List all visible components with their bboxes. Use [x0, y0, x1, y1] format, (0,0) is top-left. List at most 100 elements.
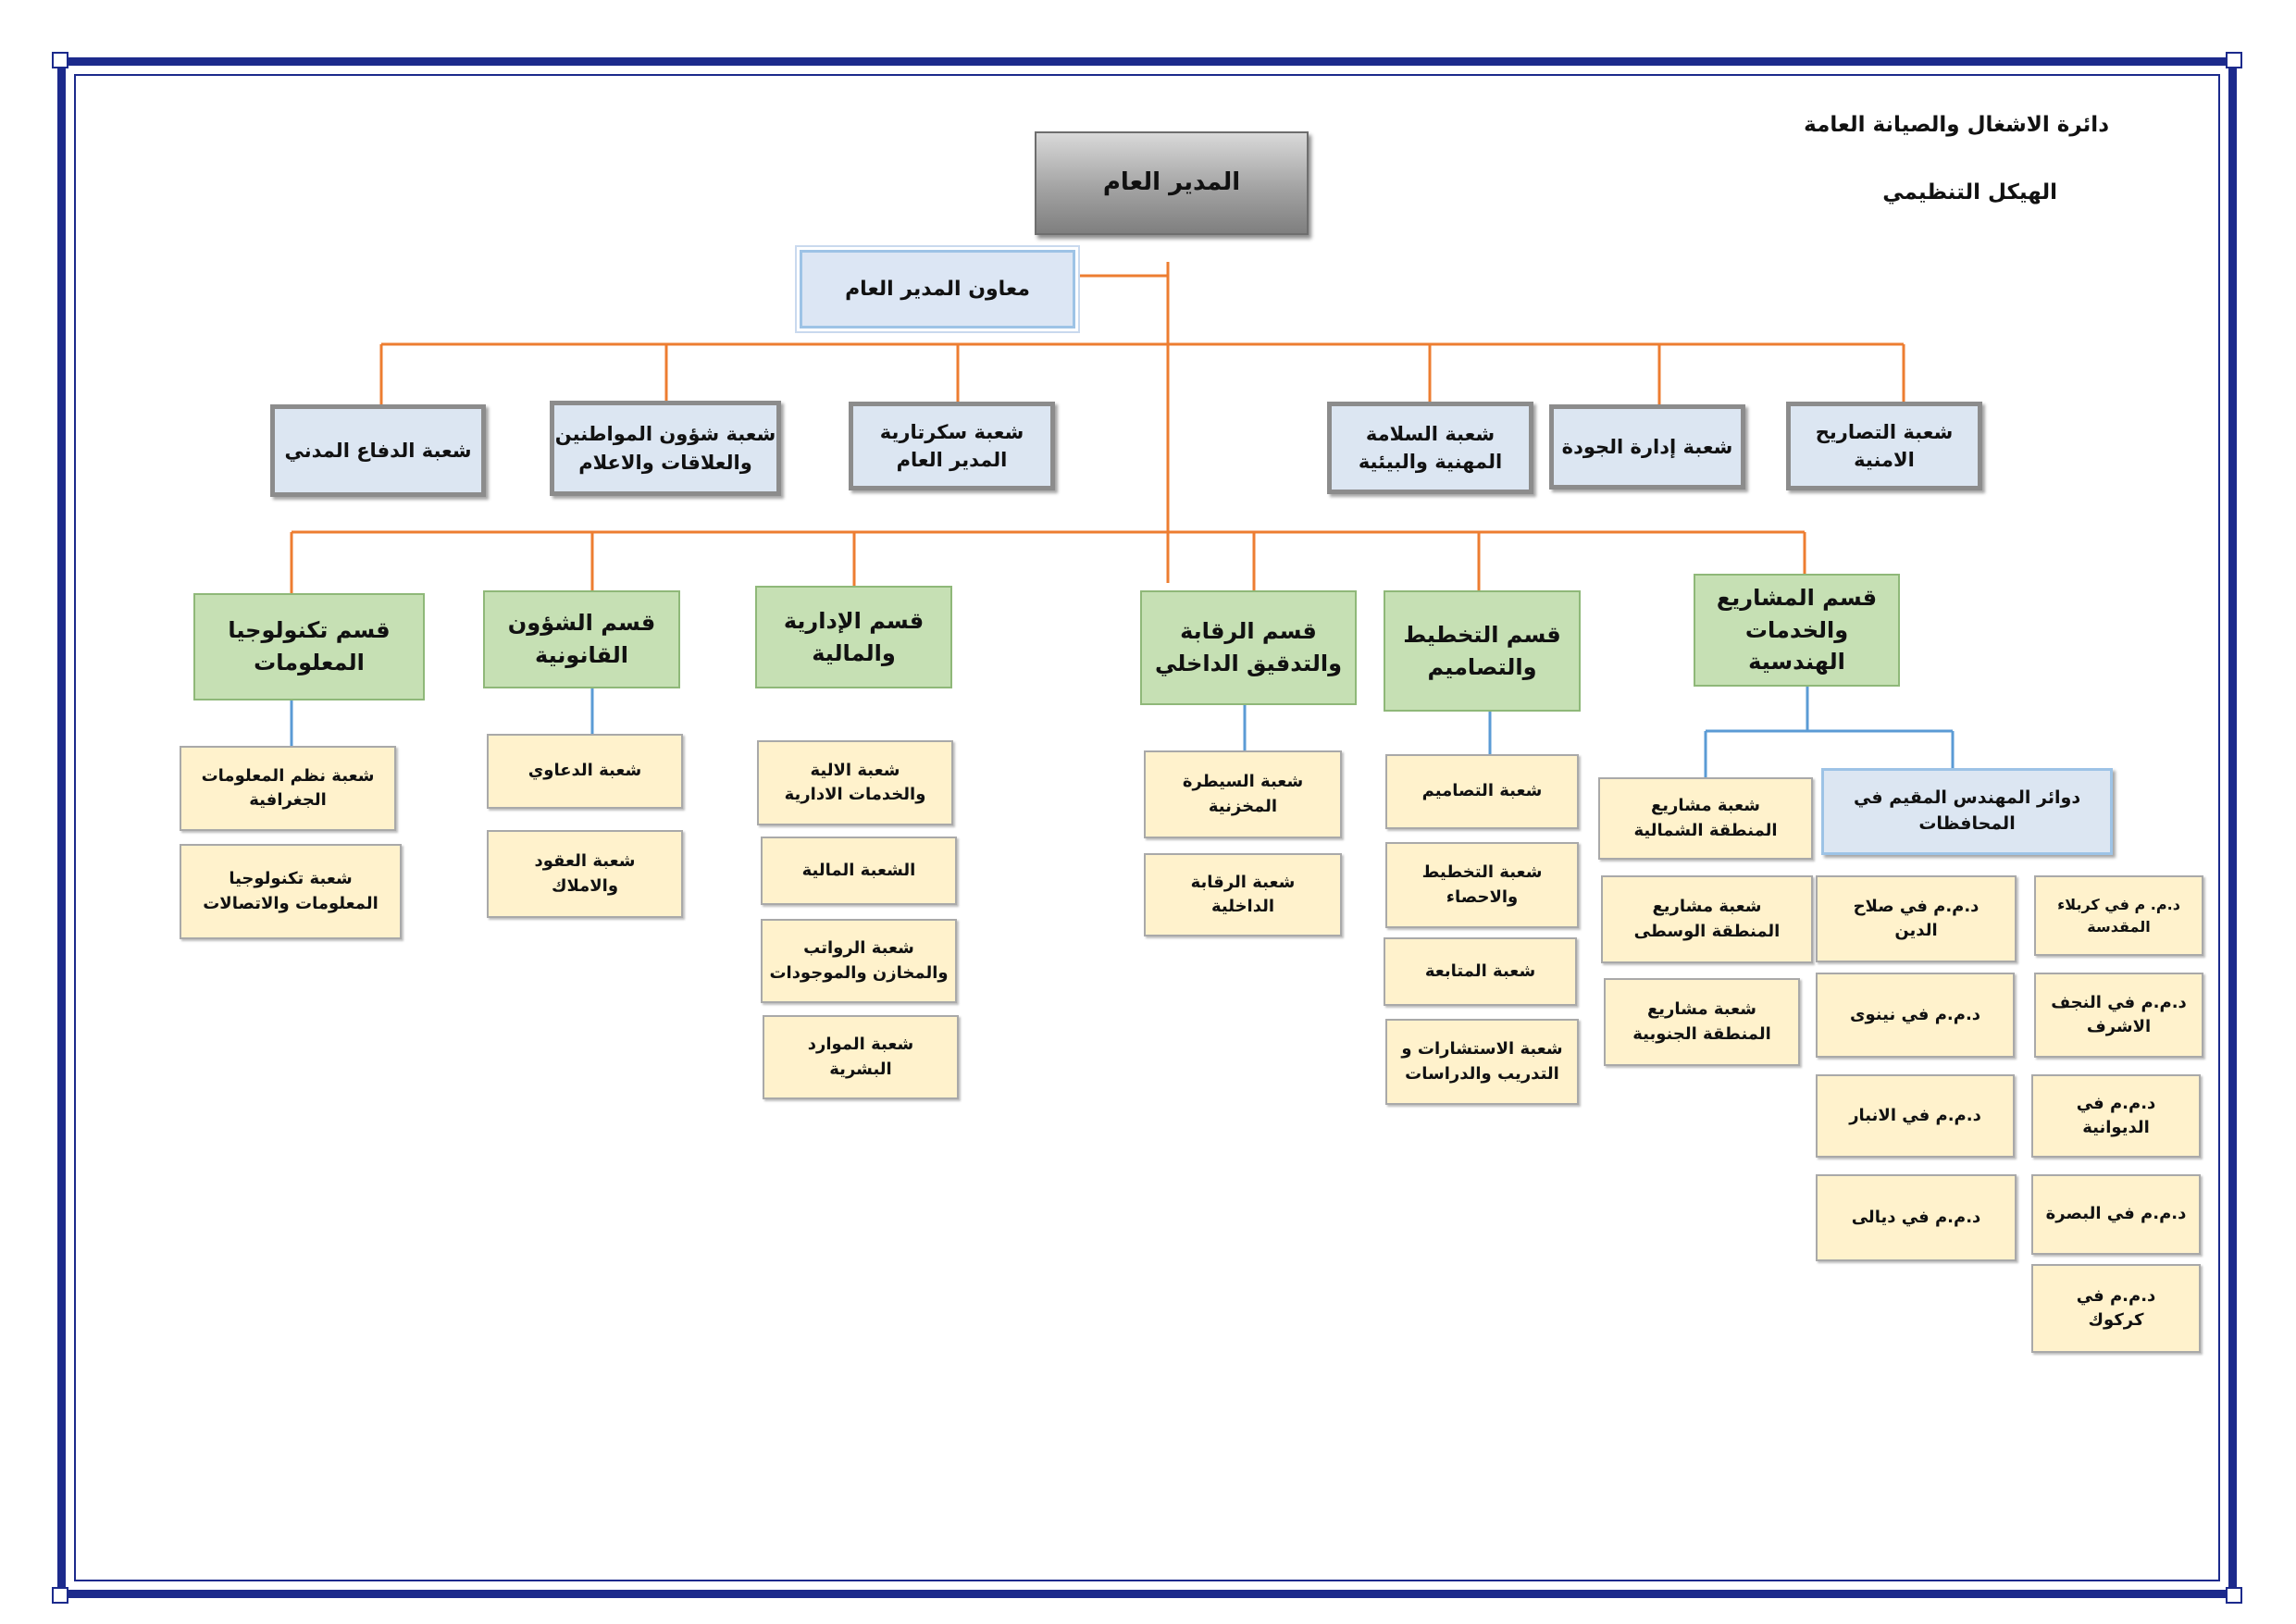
unit-security-permits: شعبة التصاريح الامنية — [1786, 402, 1982, 490]
box-line: د.م. م في كربلاء — [2057, 896, 2180, 914]
box-line: شعبة مشاريع — [1646, 999, 1757, 1020]
section-finance: الشعبة المالية — [761, 837, 957, 905]
section-ict: شعبة تكنولوجيا المعلومات والاتصالات — [180, 844, 402, 939]
box-line: قسم الإدارية — [783, 607, 925, 634]
box-line: د.م.م في البصرة — [2045, 1204, 2187, 1224]
box-line: شعبة الدفاع المدني — [284, 439, 472, 462]
province-karbala: د.م. م في كربلاء المقدسة — [2034, 875, 2203, 956]
box-line: شعبة الرقابة — [1190, 872, 1296, 892]
chart-title: الهيكل التنظيمي — [1882, 180, 2057, 205]
unit-civil-defense: شعبة الدفاع المدني — [270, 404, 486, 497]
box-line: المخزنية — [1208, 796, 1278, 816]
box-line: والاملاك — [551, 875, 619, 896]
box-line: التدريب والدراسات — [1405, 1063, 1559, 1084]
box-line: قسم تكنولوجيا — [228, 617, 391, 644]
box-line: د.م.م في صلاح — [1853, 896, 1980, 916]
box-line: شعبة التصاريح — [1815, 420, 1954, 443]
box-line: المنطقة الشمالية — [1633, 820, 1778, 840]
box-line: د.م.م في النجف — [2051, 992, 2187, 1012]
box-line: شعبة العقود — [534, 851, 636, 872]
box-line: المدير العام — [896, 449, 1008, 471]
page-frame-outer — [57, 57, 2237, 1598]
box-line: د.م.م في ديالى — [1851, 1207, 1981, 1227]
box-line: دوائر المهندس المقيم في — [1853, 787, 2081, 809]
province-diyala: د.م.م في ديالى — [1816, 1174, 2017, 1261]
box-label: المدير العام — [1102, 168, 1241, 197]
box-line: الشعبة المالية — [801, 860, 916, 880]
box-line: د.م.م في — [2076, 1285, 2156, 1306]
section-store-control: شعبة السيطرة المخزنية — [1144, 750, 1342, 838]
box-line: قسم الشؤون — [507, 610, 656, 637]
box-line: المقدسة — [2087, 917, 2151, 936]
dept-legal: قسم الشؤون القانونية — [483, 590, 680, 688]
unit-citizen-affairs: شعبة شؤون المواطنين والعلاقات والاعلام — [550, 401, 781, 496]
box-line: والمالية — [812, 639, 896, 666]
section-follow-up: شعبة المتابعة — [1384, 937, 1577, 1006]
box-line: شعبة التصاميم — [1421, 781, 1543, 801]
box-line: كركوك — [2088, 1310, 2144, 1330]
box-line: شعبة المتابعة — [1424, 961, 1536, 981]
province-kirkuk: د.م.م في كركوك — [2031, 1264, 2201, 1353]
box-line: الامنية — [1854, 449, 1915, 471]
box-line: شعبة إدارة الجودة — [1561, 435, 1733, 458]
box-line: قسم المشاريع — [1716, 584, 1878, 611]
box-line: الجغرافية — [249, 790, 327, 810]
main-connectors — [290, 262, 1905, 593]
box-line: شعبة السيطرة — [1182, 772, 1304, 792]
box-line: والخدمات الهندسية — [1744, 616, 1849, 676]
frame-corner — [2226, 52, 2242, 68]
province-basra: د.م.م في البصرة — [2031, 1174, 2201, 1255]
province-salahaddin: د.م.م في صلاح الدين — [1816, 875, 2017, 962]
box-line: شعبة الرواتب — [803, 938, 914, 959]
frame-corner — [52, 1587, 68, 1604]
box-line: والخدمات الادارية — [784, 785, 926, 804]
box-line: المحافظات — [1918, 813, 2016, 834]
dept-projects: قسم المشاريع والخدمات الهندسية — [1694, 574, 1900, 687]
dept-admin-finance: قسم الإدارية والمالية — [755, 586, 952, 688]
section-vehicles-services: شعبة الالية والخدمات الادارية — [757, 740, 953, 825]
frame-corner — [2226, 1587, 2242, 1604]
box-line: المعلومات والاتصالات — [203, 893, 379, 913]
box-line: الداخلية — [1210, 897, 1275, 916]
province-nineveh: د.م.م في نينوى — [1816, 973, 2015, 1058]
box-line: شعبة الالية — [810, 760, 900, 780]
box-line: والتصاميم — [1427, 653, 1537, 680]
section-gis: شعبة نظم المعلومات الجغرافية — [180, 746, 396, 831]
box-line: القانونية — [535, 642, 628, 668]
province-anbar: د.م.م في الانبار — [1816, 1074, 2015, 1158]
box-line: شعبة تكنولوجيا — [229, 869, 353, 889]
province-najaf: د.م.م في النجف الاشرف — [2034, 973, 2203, 1058]
frame-corner — [52, 52, 68, 68]
sub-connectors — [290, 687, 1955, 777]
box-line: والعلاقات والاعلام — [578, 451, 752, 474]
box-line: شعبة شؤون المواطنين — [554, 423, 776, 446]
resident-engineer-box: دوائر المهندس المقيم في المحافظات — [1821, 768, 2113, 855]
section-lawsuits: شعبة الدعاوي — [487, 734, 683, 809]
section-south-projects: شعبة مشاريع المنطقة الجنوبية — [1604, 978, 1800, 1066]
box-line: د.م.م في الانبار — [1849, 1105, 1981, 1125]
page-frame-inner — [74, 74, 2220, 1581]
department-name: دائرة الاشغال والصيانة العامة — [1804, 113, 2109, 137]
general-manager-box: المدير العام — [1035, 131, 1309, 235]
box-line: الاشرف — [2086, 1017, 2152, 1036]
box-line: البشرية — [829, 1059, 892, 1079]
box-line: شعبة الاستشارات و — [1401, 1039, 1563, 1060]
box-line: شعبة التخطيط — [1421, 862, 1543, 883]
section-contracts: شعبة العقود والاملاك — [487, 830, 683, 918]
section-internal-audit: شعبة الرقابة الداخلية — [1144, 853, 1342, 936]
box-line: د.م.م في — [2076, 1093, 2156, 1113]
box-line: الدين — [1894, 921, 1938, 940]
box-line: المنطقة الجنوبية — [1632, 1023, 1771, 1044]
box-line: شعبة نظم المعلومات — [201, 765, 375, 786]
